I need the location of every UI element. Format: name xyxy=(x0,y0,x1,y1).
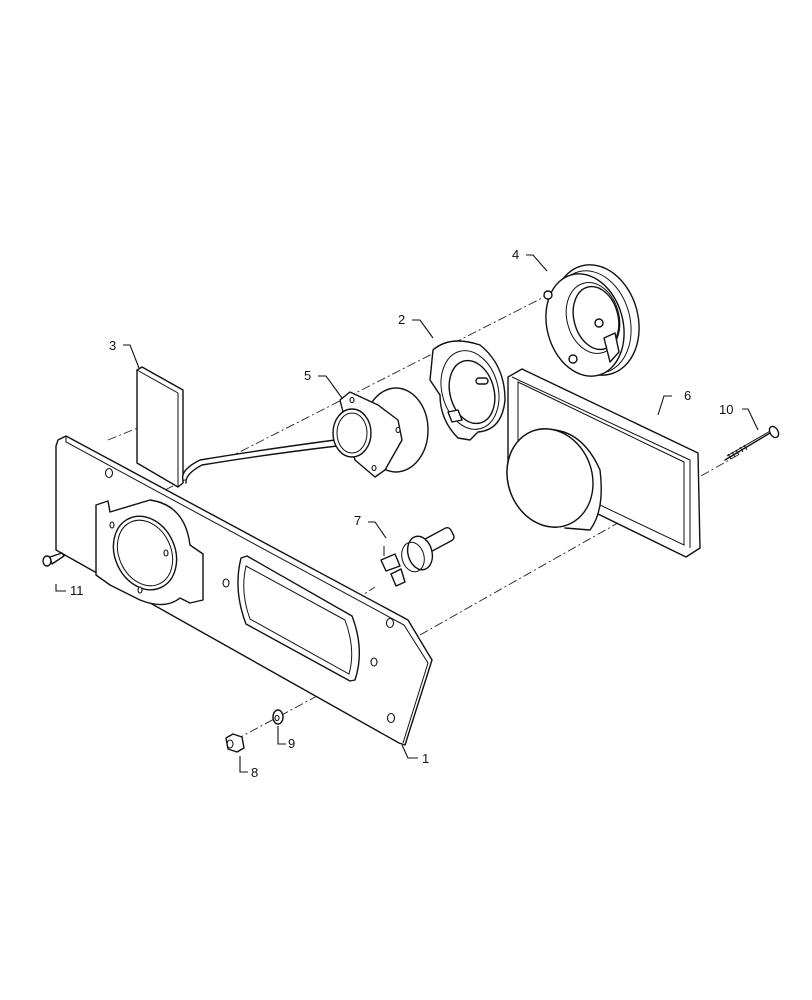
part-8-hex-nut xyxy=(225,733,245,753)
callout-6: 6 xyxy=(684,388,691,403)
part-6-headlamp-housing xyxy=(506,368,701,558)
part-3-foam-pad xyxy=(136,366,184,488)
callout-10: 10 xyxy=(719,402,733,417)
callout-5: 5 xyxy=(304,368,311,383)
part-1-mounting-plate xyxy=(55,435,433,746)
callout-4: 4 xyxy=(512,247,519,262)
part-5-bulb-socket xyxy=(181,387,429,484)
callout-2: 2 xyxy=(398,312,405,327)
callout-3: 3 xyxy=(109,338,116,353)
callout-1: 1 xyxy=(422,751,429,766)
part-10-bolt xyxy=(724,425,780,461)
part-4-bulb-holder-ring xyxy=(543,264,640,377)
callout-labels: 3 5 2 4 6 10 7 11 9 8 1 xyxy=(70,247,733,780)
callout-9: 9 xyxy=(288,736,295,751)
part-11-screw xyxy=(42,552,65,567)
part-7-halogen-bulb xyxy=(380,527,455,587)
part-2-retaining-ring xyxy=(429,340,506,441)
part-9-washer xyxy=(272,709,284,725)
callout-7: 7 xyxy=(354,513,361,528)
leader-lines xyxy=(55,254,759,773)
callout-11: 11 xyxy=(70,583,84,598)
callout-8: 8 xyxy=(251,765,258,780)
